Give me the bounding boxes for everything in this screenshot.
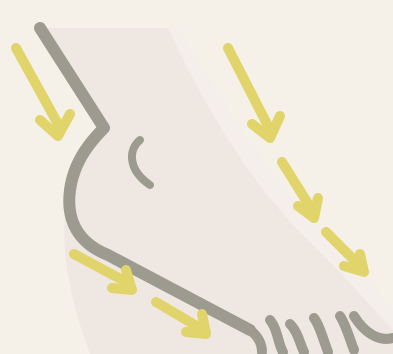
- foot-swelling-icon: [0, 0, 393, 354]
- foot-illustration: [0, 0, 393, 354]
